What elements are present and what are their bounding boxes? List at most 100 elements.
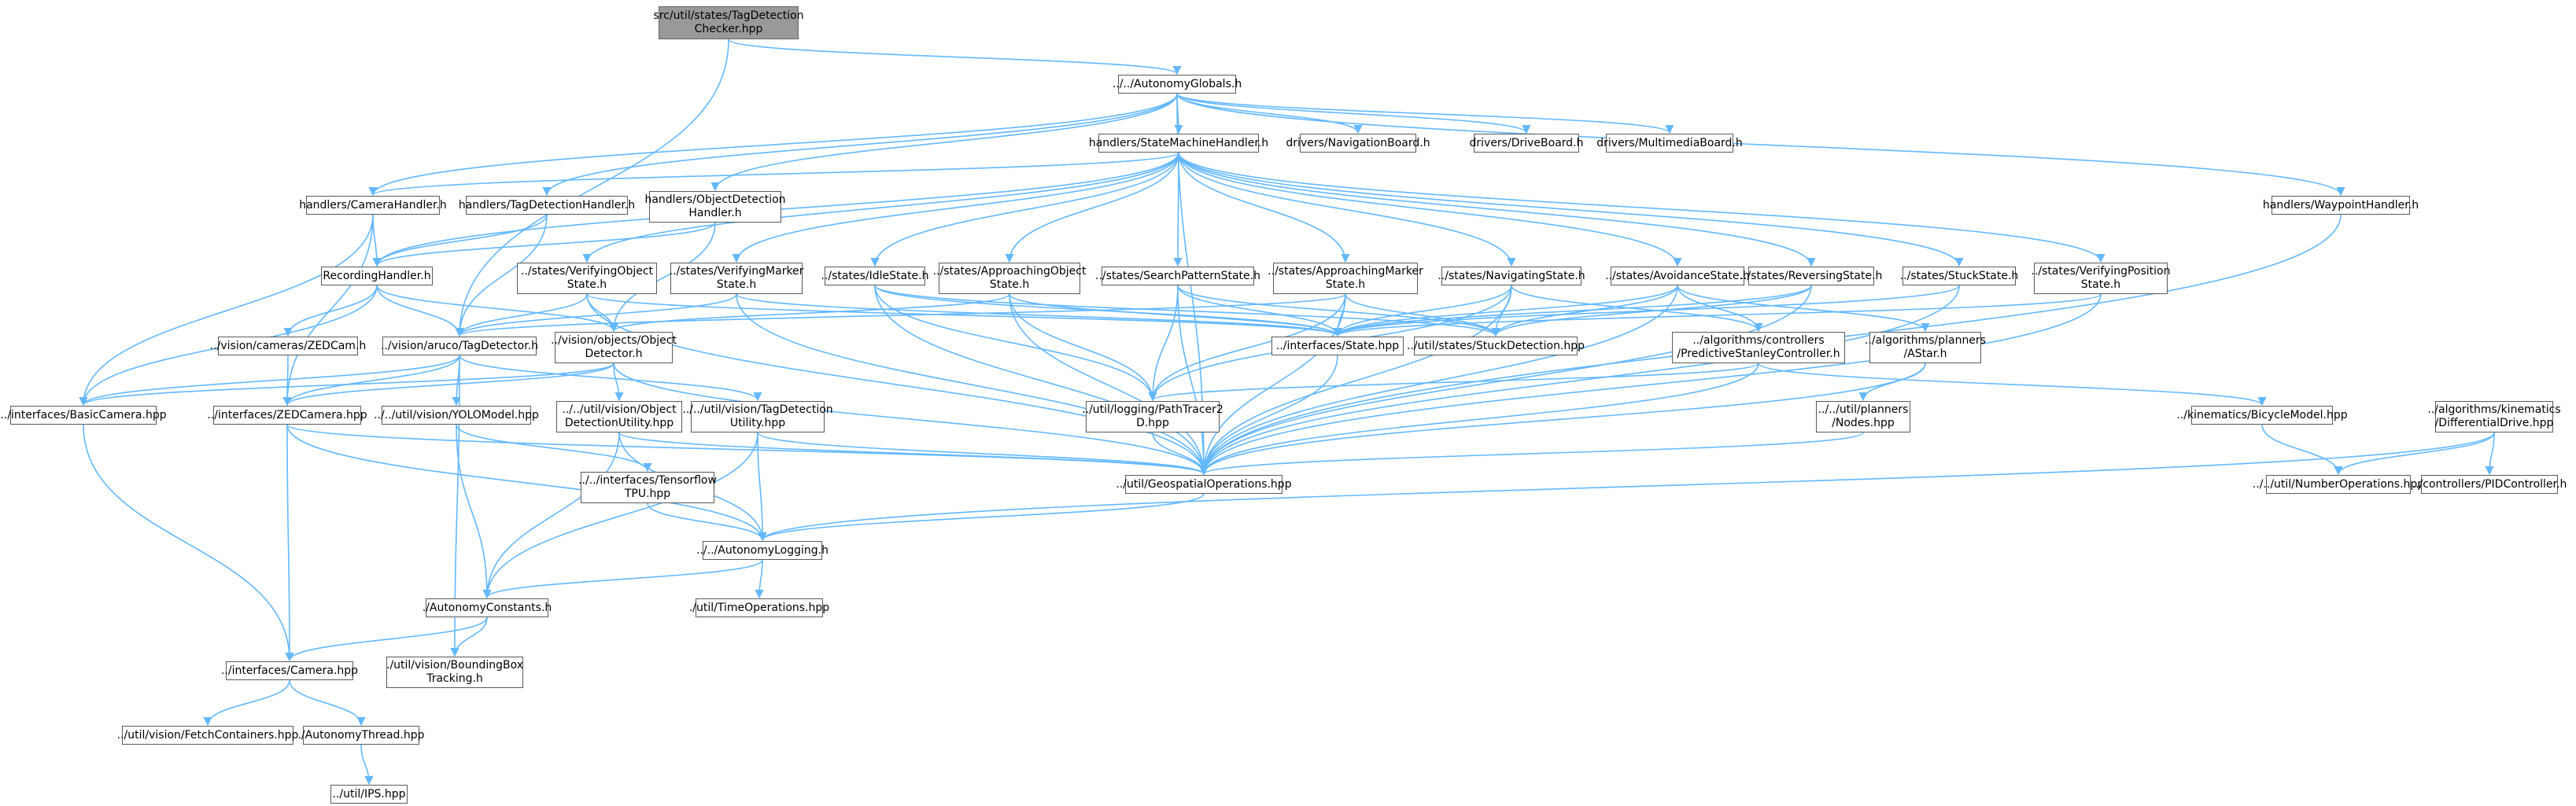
edge-n8-n10 bbox=[372, 222, 716, 267]
edge-n1-n5 bbox=[1176, 93, 1674, 134]
graph-node[interactable]: ../kinematics/BicycleModel.hpp bbox=[2176, 406, 2348, 425]
graph-node[interactable]: ../../interfaces/Tensorflow TPU.hpp bbox=[578, 472, 717, 503]
graph-node[interactable]: ../controllers/PIDController.h bbox=[2412, 475, 2567, 494]
graph-node[interactable]: ../util/GeospatialOperations.hpp bbox=[1116, 475, 1292, 494]
graph-node[interactable]: ./AutonomyThread.hpp bbox=[297, 726, 425, 745]
graph-node[interactable]: ../algorithms/kinematics /DifferentialDr… bbox=[2427, 401, 2561, 432]
edge-n6-n10 bbox=[372, 214, 382, 267]
edge-n37-n40 bbox=[2334, 432, 2495, 476]
graph-node[interactable]: ../interfaces/BasicCamera.hpp bbox=[0, 406, 167, 425]
edge-n46-n47 bbox=[203, 679, 290, 727]
graph-node[interactable]: ../interfaces/Camera.hpp bbox=[221, 661, 358, 680]
edge-n1-n7 bbox=[542, 93, 1178, 197]
graph-node[interactable]: ../algorithms/planners /AStar.h bbox=[1865, 332, 1986, 363]
edge-n6-n30 bbox=[282, 214, 374, 407]
graph-node[interactable]: ../states/VerifyingMarker State.h bbox=[670, 263, 803, 294]
graph-node[interactable]: ../../util/planners /Nodes.hpp bbox=[1816, 401, 1910, 432]
edge-n17-n25 bbox=[1333, 285, 1512, 337]
edge-n17-n39 bbox=[1199, 285, 1512, 476]
graph-node[interactable]: ../vision/objects/Object Detector.h bbox=[551, 332, 677, 363]
graph-root-node[interactable]: src/util/states/TagDetection Checker.hpp bbox=[653, 6, 804, 39]
graph-node[interactable]: handlers/StateMachineHandler.h bbox=[1089, 134, 1268, 153]
graph-node[interactable]: drivers/NavigationBoard.h bbox=[1286, 134, 1430, 153]
graph-node[interactable]: ../states/StuckState.h bbox=[1900, 267, 2018, 285]
edge-n2-n6 bbox=[368, 152, 1179, 197]
graph-node[interactable]: RecordingHandler.h bbox=[321, 267, 433, 285]
graph-node[interactable]: ../util/IPS.hpp bbox=[330, 785, 408, 804]
edge-n2-n18 bbox=[1178, 152, 1682, 267]
edge-n37-n42 bbox=[758, 432, 2495, 542]
graph-node[interactable]: ../states/VerifyingPosition State.h bbox=[2032, 263, 2170, 294]
edge-n15-n25 bbox=[1177, 285, 1342, 337]
edge-n2-n19 bbox=[1178, 152, 1816, 267]
edge-n13-n39 bbox=[874, 285, 1209, 476]
graph-node[interactable]: ./util/vision/BoundingBox Tracking.h bbox=[386, 657, 523, 688]
graph-node[interactable]: ../../AutonomyLogging.h bbox=[696, 541, 829, 560]
graph-node[interactable]: ../states/ApproachingMarker State.h bbox=[1268, 263, 1423, 294]
edge-n2-n21 bbox=[1178, 152, 2105, 263]
edge-n2-n13 bbox=[870, 152, 1179, 267]
edge-n33-n44 bbox=[482, 432, 758, 599]
edge-n16-n26 bbox=[1345, 293, 1500, 337]
graph-node[interactable]: handlers/WaypointHandler.h bbox=[2263, 196, 2419, 215]
edge-n36-n40 bbox=[2261, 424, 2343, 476]
edge-n30-n42 bbox=[286, 424, 767, 542]
graph-node[interactable]: ../vision/cameras/ZEDCam.h bbox=[210, 337, 366, 355]
graph-node[interactable]: handlers/CameraHandler.h bbox=[299, 196, 447, 215]
edge-n23-n33 bbox=[459, 355, 762, 402]
graph-node[interactable]: drivers/MultimediaBoard.h bbox=[1596, 134, 1743, 153]
graph-node[interactable]: ../../util/vision/Object DetectionUtilit… bbox=[556, 401, 682, 432]
graph-node[interactable]: drivers/DriveBoard.h bbox=[1470, 134, 1584, 153]
graph-node[interactable]: handlers/TagDetectionHandler.h bbox=[459, 196, 635, 215]
edge-n12-n25 bbox=[736, 293, 1342, 337]
graph-node[interactable]: ../states/SearchPatternState.h bbox=[1095, 267, 1260, 285]
edge-n27-n36 bbox=[1758, 363, 2267, 407]
edge-n19-n39 bbox=[1199, 285, 1812, 476]
edge-n2-n17 bbox=[1178, 152, 1516, 267]
edge-n19-n25 bbox=[1333, 285, 1812, 337]
edge-n2-n11 bbox=[582, 152, 1179, 263]
graph-node[interactable]: ../states/VerifyingObject State.h bbox=[517, 263, 657, 294]
edge-n20-n39 bbox=[1199, 285, 1960, 476]
graph-node[interactable]: handlers/ObjectDetection Handler.h bbox=[644, 191, 786, 223]
graph-node[interactable]: ../../util/vision/YOLOModel.hpp bbox=[374, 406, 539, 425]
edge-n1-n8 bbox=[710, 93, 1178, 192]
edge-n16-n34 bbox=[1148, 293, 1346, 402]
graph-node[interactable]: ../vision/aruco/TagDetector.h bbox=[381, 337, 538, 355]
edge-n8-n24 bbox=[609, 222, 716, 333]
edge-n27-n34 bbox=[1148, 363, 1759, 402]
graph-node[interactable]: ../states/IdleState.h bbox=[821, 267, 929, 285]
edge-n14-n25 bbox=[1009, 293, 1342, 337]
graph-node[interactable]: ../interfaces/ZEDCamera.hpp bbox=[207, 406, 367, 425]
edge-n48-n49 bbox=[360, 744, 374, 786]
edge-n42-n43 bbox=[755, 559, 764, 599]
graph-node[interactable]: ../interfaces/State.hpp bbox=[1271, 337, 1404, 355]
edge-n1-n6 bbox=[368, 93, 1178, 197]
edge-n1-n3 bbox=[1176, 93, 1363, 134]
graph-node[interactable]: ../../util/vision/TagDetection Utility.h… bbox=[682, 401, 833, 432]
graph-node[interactable]: ../algorithms/controllers /PredictiveSta… bbox=[1672, 332, 1845, 363]
edge-n11-n25 bbox=[586, 293, 1342, 337]
graph-node[interactable]: ./util/TimeOperations.hpp bbox=[689, 598, 829, 617]
graph-node[interactable]: ../states/AvoidanceState.h bbox=[1605, 267, 1750, 285]
edge-n46-n48 bbox=[289, 679, 366, 727]
graph-node[interactable]: ../util/vision/FetchContainers.hpp bbox=[117, 726, 298, 745]
graph-node[interactable]: ../util/states/StuckDetection.hpp bbox=[1407, 337, 1585, 355]
graph-node[interactable]: ../../util/NumberOperations.hpp bbox=[2253, 475, 2424, 494]
edge-n7-n23 bbox=[455, 214, 548, 337]
graph-node[interactable]: ../../AutonomyGlobals.h bbox=[1113, 75, 1242, 94]
edge-n1-n9 bbox=[1176, 93, 2345, 197]
edge-n16-n39 bbox=[1199, 293, 1346, 476]
edge-n11-n23 bbox=[455, 293, 588, 337]
edge-n24-n39 bbox=[613, 363, 1209, 476]
edge-n18-n26 bbox=[1491, 285, 1678, 337]
graph-node[interactable]: ../states/NavigatingState.h bbox=[1437, 267, 1585, 285]
graph-node[interactable]: ../states/ReversingState.h bbox=[1740, 267, 1882, 285]
graph-node[interactable]: ../util/logging/PathTracer2 D.hpp bbox=[1082, 401, 1223, 432]
edge-n10-n23 bbox=[376, 285, 464, 337]
edge-n2-n16 bbox=[1178, 152, 1350, 263]
edge-n35-n39 bbox=[1199, 432, 1864, 476]
graph-node[interactable]: ../states/ApproachingObject State.h bbox=[933, 263, 1086, 294]
graph-node[interactable]: ./AutonomyConstants.h bbox=[423, 598, 552, 617]
